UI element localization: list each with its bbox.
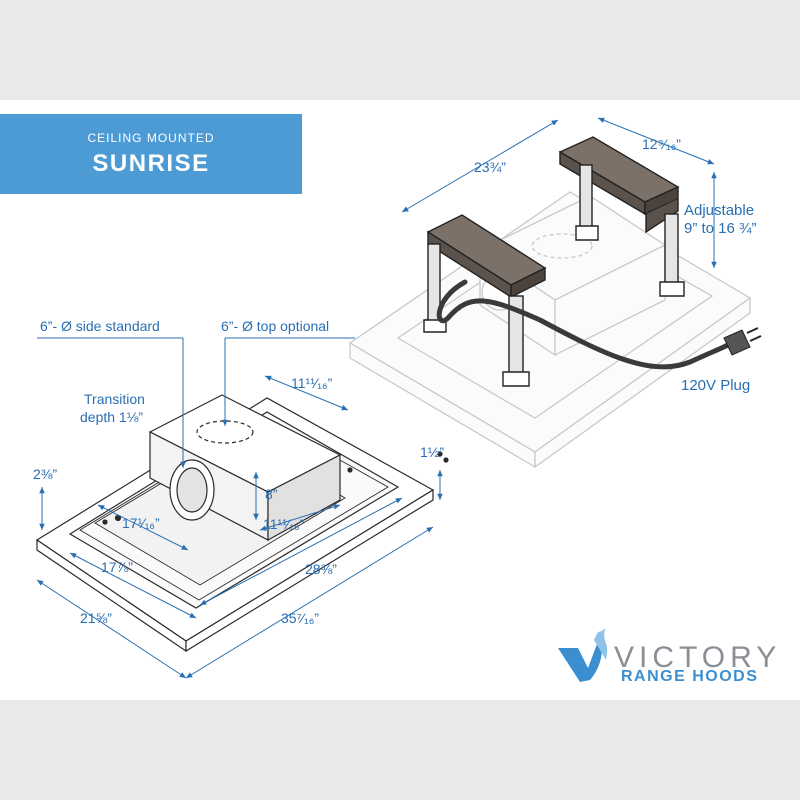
inner-depth-label: 17⅞” [101, 559, 133, 575]
banner-title: SUNRISE [92, 150, 210, 177]
faded-hood [348, 191, 752, 469]
title-banner: CEILING MOUNTED SUNRISE [0, 114, 302, 194]
box-height-label: 8” [265, 486, 278, 502]
transition-label-line2: depth 1⅛” [80, 409, 143, 425]
thickness-label: 1½” [420, 444, 444, 460]
box-depth-bottom-label: 11¹¹⁄₁₆” [263, 516, 305, 532]
mounting-brackets [423, 136, 685, 387]
bracket-depth-label: 12⁹⁄₁₆” [642, 136, 681, 152]
transition-label-line1: Transition [84, 391, 145, 407]
brand-name: VICTORY [614, 641, 781, 674]
box-depth-top-label: 11¹¹⁄₁₆” [291, 375, 333, 391]
side-duct-label: 6”- Ø side standard [40, 318, 160, 334]
victory-logo: VICTORY RANGE HOODS [558, 628, 781, 685]
inner-width-label: 28⅜” [305, 561, 337, 577]
box-width-label: 17¹⁄₁₆” [122, 515, 160, 531]
bracket-assembly [348, 136, 762, 469]
plug-icon [723, 329, 751, 356]
banner-subtitle: CEILING MOUNTED [87, 131, 215, 145]
inner-offset-label: 2⅜” [33, 466, 57, 482]
adjustable-label-line1: Adjustable [684, 202, 754, 219]
brand-tagline: RANGE HOODS [621, 668, 758, 685]
power-cord [436, 279, 731, 370]
dimension-lines [36, 117, 717, 679]
plug-label: 120V Plug [681, 377, 750, 394]
top-duct-label: 6”- Ø top optional [221, 318, 329, 334]
outer-depth-label: 21⅝” [80, 610, 112, 626]
flame-v-icon [558, 636, 602, 682]
outer-width-label: 35⁷⁄₁₆” [281, 610, 319, 626]
bracket-width-label: 23¾” [474, 159, 506, 175]
adjustable-label-line2: 9” to 16 ¾” [684, 220, 757, 237]
